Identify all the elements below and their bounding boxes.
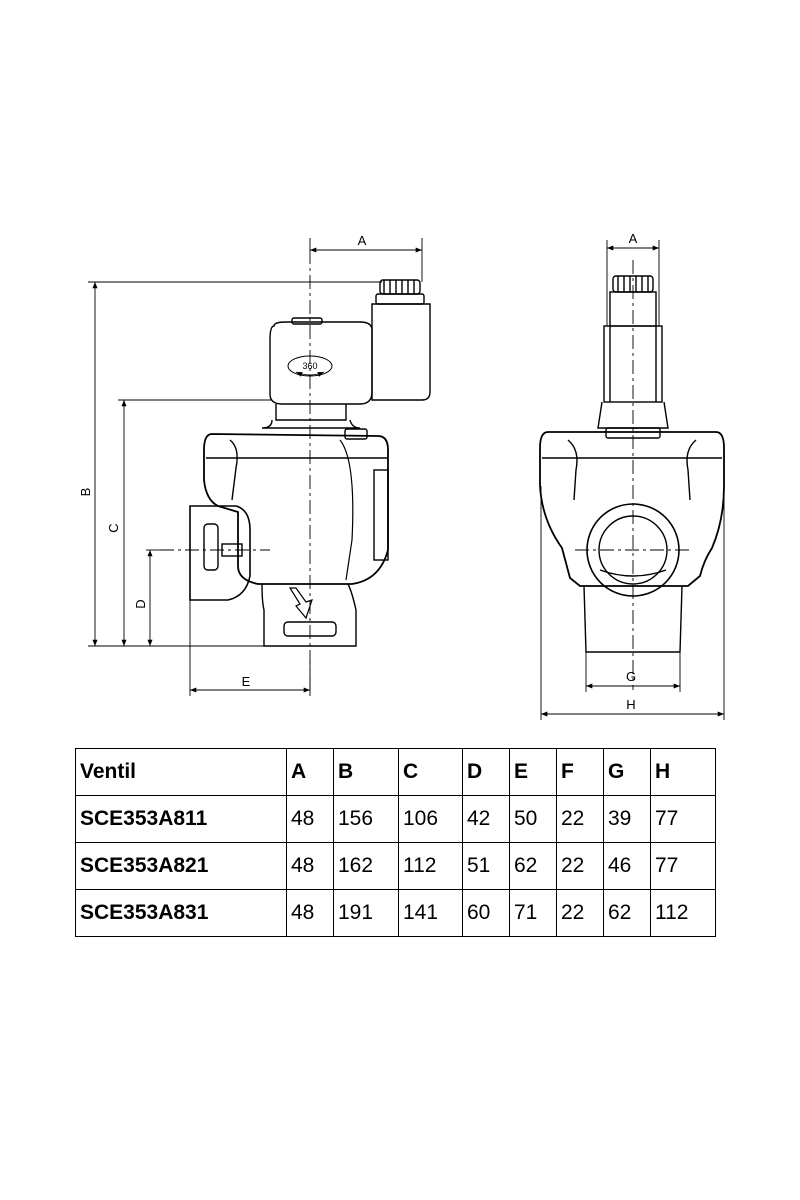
table-header-cell: H [650, 748, 716, 796]
table-cell: 62 [603, 889, 651, 937]
side-view-centerlines [160, 250, 311, 690]
table-cell: 22 [556, 795, 604, 843]
table-cell: 162 [333, 842, 399, 890]
table-cell: 77 [650, 842, 716, 890]
table-cell: 156 [333, 795, 399, 843]
side-dim-label-b: B [78, 488, 93, 497]
table-cell: 51 [462, 842, 510, 890]
rotation-label: 360 [302, 361, 317, 371]
table-cell: 48 [286, 795, 334, 843]
front-dim-label-a: A [629, 231, 638, 246]
table-header-row: Ventil A B C D E F G H [75, 748, 716, 796]
table-row: SCE353A811 48 156 106 42 50 22 39 77 [75, 795, 716, 843]
table-cell: 22 [556, 842, 604, 890]
side-dim-label-a: A [358, 233, 367, 248]
table-cell: 71 [509, 889, 557, 937]
table-cell: 39 [603, 795, 651, 843]
front-view-centerlines [575, 260, 692, 690]
table-cell: 50 [509, 795, 557, 843]
table-cell: 48 [286, 889, 334, 937]
table-cell-model: SCE353A831 [75, 889, 287, 937]
table-cell: 106 [398, 795, 463, 843]
table-cell: 48 [286, 842, 334, 890]
dimension-table: Ventil A B C D E F G H SCE353A811 48 156… [75, 748, 716, 937]
front-dim-label-g: G [626, 669, 636, 684]
table-cell: 191 [333, 889, 399, 937]
table-header-cell: C [398, 748, 463, 796]
table-cell: 60 [462, 889, 510, 937]
table-header-cell: D [462, 748, 510, 796]
table-cell: 22 [556, 889, 604, 937]
side-dim-label-e: E [242, 674, 251, 689]
front-view-dimensions [540, 240, 725, 720]
table-header-cell: G [603, 748, 651, 796]
table-cell: 77 [650, 795, 716, 843]
table-header-cell: B [333, 748, 399, 796]
table-cell-model: SCE353A821 [75, 842, 287, 890]
side-dim-label-c: C [106, 523, 121, 532]
front-view [539, 275, 725, 653]
table-cell: 112 [650, 889, 716, 937]
table-cell: 62 [509, 842, 557, 890]
table-row: SCE353A821 48 162 112 51 62 22 46 77 [75, 842, 716, 890]
table-cell: 46 [603, 842, 651, 890]
table-header-cell: Ventil [75, 748, 287, 796]
table-cell: 42 [462, 795, 510, 843]
table-cell-model: SCE353A811 [75, 795, 287, 843]
table-header-cell: E [509, 748, 557, 796]
table-cell: 112 [398, 842, 463, 890]
side-dim-label-d: D [133, 599, 148, 608]
front-dim-label-h: H [626, 697, 635, 712]
side-view-dimensions [88, 238, 423, 696]
table-header-cell: F [556, 748, 604, 796]
table-header-cell: A [286, 748, 334, 796]
table-row: SCE353A831 48 191 141 60 71 22 62 112 [75, 889, 716, 937]
table-cell: 141 [398, 889, 463, 937]
valve-dimension-drawing: A B C D E 360 [78, 231, 725, 720]
